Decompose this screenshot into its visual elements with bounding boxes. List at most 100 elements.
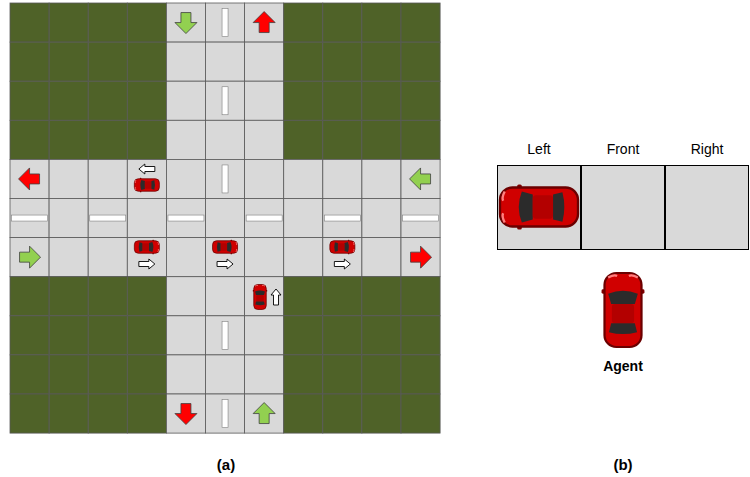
grass-cell xyxy=(323,81,362,120)
road-cell xyxy=(166,3,205,42)
road-cell xyxy=(401,199,440,238)
grass-cell xyxy=(401,355,440,394)
grass-cell xyxy=(323,3,362,42)
lane-dash xyxy=(222,400,228,428)
grass-cell xyxy=(362,42,401,81)
grass-cell xyxy=(401,277,440,316)
grass-cell xyxy=(127,42,166,81)
lane-arrow xyxy=(410,168,431,190)
panel-label-box: (b) xyxy=(613,456,632,474)
panel-label: (a) xyxy=(217,456,235,473)
road-cell xyxy=(206,316,245,355)
lane-dash xyxy=(222,165,228,193)
grass-cell xyxy=(49,3,88,42)
road-cell xyxy=(127,238,166,277)
grass-cell xyxy=(401,394,440,433)
road-cell xyxy=(206,42,245,81)
grass-cell xyxy=(127,355,166,394)
road-cell xyxy=(206,3,245,42)
road-cell xyxy=(362,238,401,277)
road-cell xyxy=(323,238,362,277)
road-cell xyxy=(245,3,284,42)
grass-cell xyxy=(88,81,127,120)
road-cell xyxy=(10,159,49,198)
road-cell xyxy=(49,159,88,198)
lane-dash xyxy=(222,87,228,115)
lane-arrow xyxy=(253,403,275,424)
lane-dash xyxy=(12,215,48,221)
road-cell xyxy=(88,199,127,238)
grass-cell xyxy=(401,42,440,81)
grass-cell xyxy=(362,120,401,159)
grass-cell xyxy=(284,316,323,355)
road-cell xyxy=(166,159,205,198)
car xyxy=(330,240,355,255)
grass-cell xyxy=(284,3,323,42)
lane-arrow xyxy=(175,404,197,425)
sensor-cell-fill xyxy=(581,165,665,250)
road-cell xyxy=(284,238,323,277)
grass-cell xyxy=(127,394,166,433)
road-cell xyxy=(245,81,284,120)
grass-cell xyxy=(10,316,49,355)
road-cell xyxy=(245,120,284,159)
cell-heading: Front xyxy=(582,141,664,157)
road-cell xyxy=(284,199,323,238)
grass-cell xyxy=(284,277,323,316)
grass-cell xyxy=(10,120,49,159)
sensor-cell: Front xyxy=(581,165,665,250)
grass-cell xyxy=(49,42,88,81)
road-cell xyxy=(166,394,205,433)
agent-label-box: Agent xyxy=(603,357,643,375)
road-cell xyxy=(245,238,284,277)
grass-cell xyxy=(401,81,440,120)
grass-cell xyxy=(284,120,323,159)
road-cell xyxy=(401,238,440,277)
car xyxy=(253,285,268,310)
car xyxy=(134,240,159,255)
road-cell xyxy=(166,238,205,277)
grass-cell xyxy=(88,42,127,81)
road-cell xyxy=(362,199,401,238)
road-cell xyxy=(245,159,284,198)
grass-cell xyxy=(88,316,127,355)
grass-cell xyxy=(49,355,88,394)
car xyxy=(602,273,645,347)
lane-dash xyxy=(90,215,126,221)
road-cell xyxy=(166,355,205,394)
road-cell xyxy=(166,81,205,120)
grass-cell xyxy=(49,120,88,159)
grass-cell xyxy=(401,316,440,355)
road-cell xyxy=(166,120,205,159)
grass-cell xyxy=(323,316,362,355)
grass-cell xyxy=(323,355,362,394)
lane-dash xyxy=(324,215,360,221)
direction-arrow xyxy=(334,259,350,269)
grass-cell xyxy=(88,3,127,42)
road-cell xyxy=(166,42,205,81)
direction-arrow xyxy=(139,164,155,174)
grass-cell xyxy=(88,355,127,394)
road-cell xyxy=(166,316,205,355)
road-cell xyxy=(206,120,245,159)
lane-dash xyxy=(246,215,282,221)
road-cell xyxy=(206,277,245,316)
lane-dash xyxy=(222,9,228,37)
grass-cell xyxy=(323,277,362,316)
road-cell xyxy=(323,199,362,238)
sensor-cell: Right xyxy=(665,165,749,250)
grass-cell xyxy=(284,81,323,120)
car xyxy=(134,178,159,193)
grass-cell xyxy=(362,394,401,433)
road-cell xyxy=(206,238,245,277)
grass-cell xyxy=(10,277,49,316)
road-cell xyxy=(245,316,284,355)
grass-cell xyxy=(323,394,362,433)
traffic xyxy=(134,164,355,310)
grass-cell xyxy=(49,81,88,120)
road-cell xyxy=(245,277,284,316)
road-cell xyxy=(166,277,205,316)
